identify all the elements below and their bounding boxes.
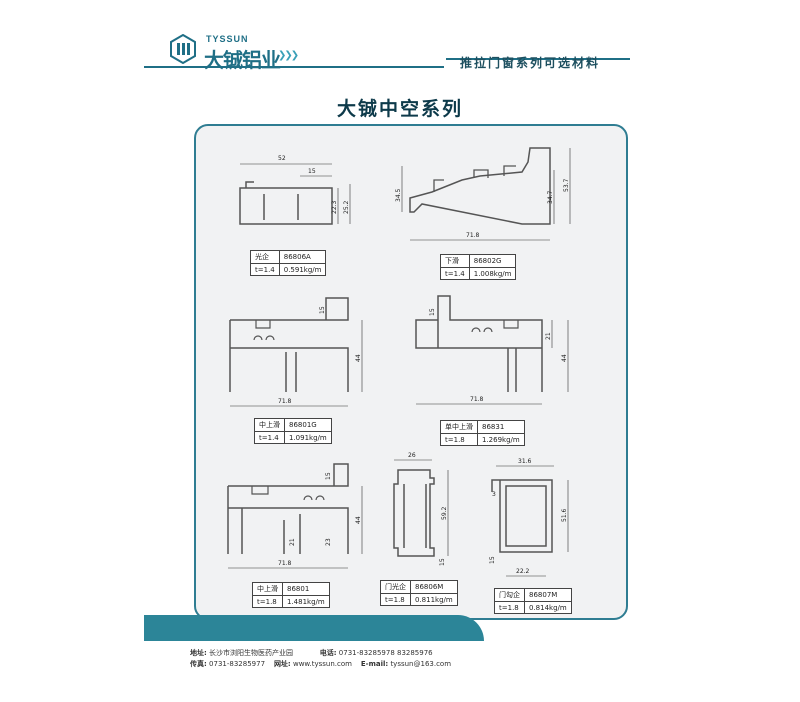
profile-code: 86806A [278,250,327,264]
svg-text:44: 44 [561,354,568,362]
profile-name: 中上滑 [254,418,285,432]
profile-name: 光企 [250,250,280,264]
svg-text:22.3: 22.3 [331,200,338,214]
profile-name: 门勾企 [494,588,525,602]
svg-text:53.7: 53.7 [563,178,570,192]
svg-text:59.2: 59.2 [441,506,448,520]
svg-text:23: 23 [325,538,332,546]
svg-text:34.5: 34.5 [395,188,402,202]
catalog-panel [194,124,628,620]
fax-value: 0731-83285977 [209,660,266,668]
profile-86801g-drawing: 15 44 71.8 [229,297,363,407]
website-label: 网址: [273,660,291,668]
profile-thickness: t=1.4 [250,263,280,276]
profile-code: 86801G [284,418,332,432]
footer-contact: 地址: 长沙市浏阳生物医药产业园 电话: 0731-83285978 83285… [190,648,451,670]
profile-weight: 0.591kg/m [278,263,327,276]
svg-text:15: 15 [429,308,436,316]
header-rule [144,66,444,68]
arrow-decoration-icon: ❯❯❯ [278,50,299,61]
profile-weight: 0.814kg/m [524,601,572,614]
svg-text:51.6: 51.6 [561,508,568,522]
email-link[interactable]: tyssun@163.com [390,660,452,668]
header-rule-right [446,58,630,60]
profile-weight: 1.269kg/m [477,433,525,446]
profile-thickness: t=1.4 [254,431,285,444]
svg-text:34.7: 34.7 [547,190,554,204]
profile-weight: 1.481kg/m [282,595,330,608]
svg-text:15: 15 [439,558,446,566]
svg-text:15: 15 [489,556,496,564]
profile-thickness: t=1.4 [440,267,470,280]
svg-text:3: 3 [492,491,496,498]
logo-chinese: 大铖铝业 [204,48,281,72]
profile-code: 86807M [524,588,572,602]
address-label: 地址: [190,649,207,657]
profile-weight: 1.091kg/m [284,431,332,444]
profile-thickness: t=1.8 [440,433,478,446]
profile-86801-drawing: 15 44 21 23 71.8 [227,463,363,569]
profile-thickness: t=1.8 [380,593,411,606]
profile-86806a-drawing: 52 15 22.3 25.2 [239,155,351,225]
profile-name: 单中上滑 [440,420,478,434]
profile-thickness: t=1.8 [252,595,283,608]
phone-label: 电话: [319,649,337,657]
header-subtitle: 推拉门窗系列可选材料 [460,56,601,70]
profile-code: 86801 [282,582,330,596]
profile-weight: 0.811kg/m [410,593,458,606]
svg-text:26: 26 [408,452,416,459]
company-logo: TYSSUN 大铖铝业 [170,34,300,72]
dim-label: 15 [308,168,316,175]
profile-weight: 1.008kg/m [468,267,517,280]
svg-text:15: 15 [319,306,326,314]
svg-text:44: 44 [355,354,362,362]
svg-text:22.2: 22.2 [516,568,530,575]
profile-code: 86831 [477,420,525,434]
phone-value: 0731-83285978 83285976 [338,649,433,657]
profile-86802g-drawing: 34.5 34.7 53.7 71.8 [395,147,571,241]
svg-text:25.2: 25.2 [343,200,350,214]
profile-name: 门光企 [380,580,411,594]
svg-text:71.8: 71.8 [278,560,292,567]
svg-text:71.8: 71.8 [466,232,480,239]
profile-name: 下滑 [440,254,470,268]
svg-text:31.6: 31.6 [518,458,532,465]
page-title: 大铖中空系列 [336,98,463,120]
profile-name: 中上滑 [252,582,283,596]
svg-text:21: 21 [545,332,552,340]
logo-english: TYSSUN [206,34,249,44]
logo-mark-icon [170,34,196,64]
website-link[interactable]: www.tyssun.com [292,660,352,668]
svg-text:44: 44 [355,516,362,524]
dim-label: 52 [278,155,286,162]
svg-text:21: 21 [289,538,296,546]
profile-86806m-drawing: 26 59.2 15 [393,452,449,566]
profile-86831-drawing: 15 21 44 71.8 [415,295,569,405]
profile-code: 86802G [468,254,517,268]
svg-text:15: 15 [325,472,332,480]
svg-text:71.8: 71.8 [470,396,484,403]
profile-86807m-drawing: 31.6 3 51.6 15 22.2 [489,458,569,577]
footer-band [144,615,484,641]
fax-label: 传真: [190,660,207,668]
profile-thickness: t=1.8 [494,601,525,614]
svg-text:71.8: 71.8 [278,398,292,405]
email-label: E-mail: [360,660,389,668]
profile-code: 86806M [410,580,458,594]
address-value: 长沙市浏阳生物医药产业园 [209,649,294,657]
